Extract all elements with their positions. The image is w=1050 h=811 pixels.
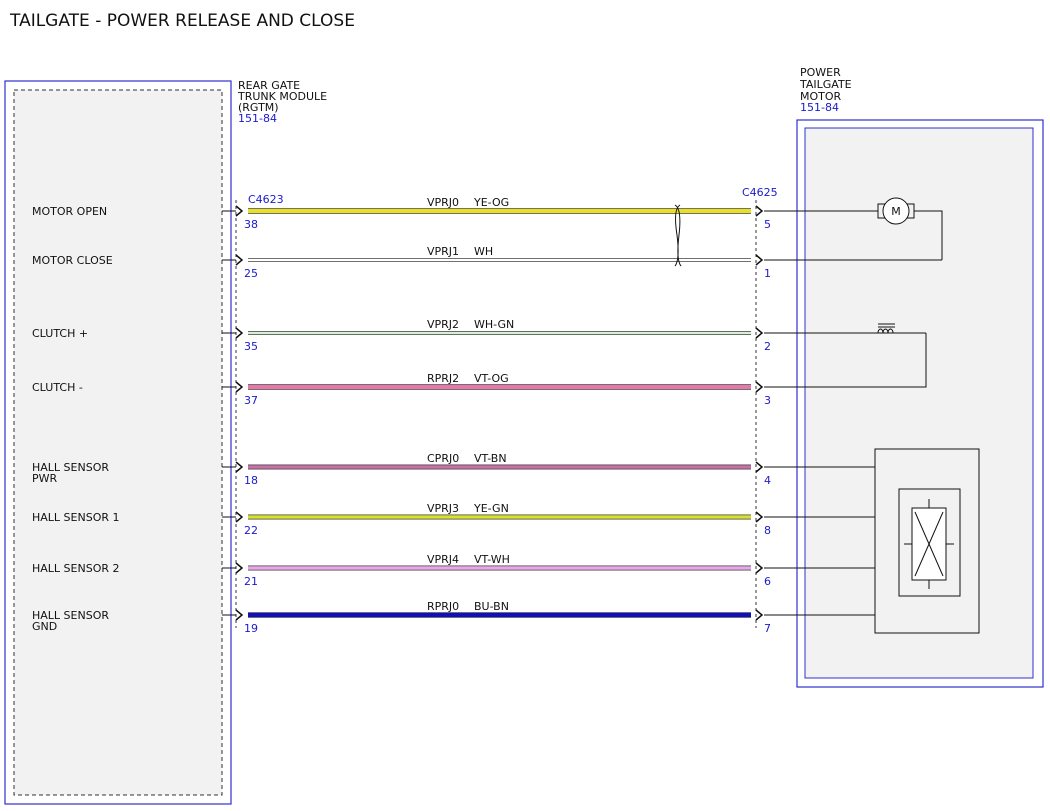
right-connector-id: C4625 [742,186,778,199]
right-pin-chevron [755,205,764,217]
left-pin-number: 19 [244,622,258,635]
diagram-title: TAILGATE - POWER RELEASE AND CLOSE [9,11,355,31]
left-module-inner-box [13,89,223,796]
left-pin-chevron [235,381,244,393]
signal-label: HALL SENSOR 2 [32,562,120,575]
wire [248,258,751,262]
left-pin-number: 37 [244,394,258,407]
motor-component: M [764,197,943,261]
circuit-id: VPRJ3 [427,502,459,515]
signal-label: MOTOR CLOSE [32,254,113,267]
circuit-id: VPRJ2 [427,318,459,331]
left-pin-chevron [235,562,244,574]
right-pin-chevron [755,381,764,393]
wire-color-code: VT-WH [474,553,510,566]
circuit-id: RPRJ0 [427,600,459,613]
left-pin-chevron [235,511,244,523]
right-pin-number: 1 [764,267,771,280]
right-pin-number: 2 [764,340,771,353]
right-pin-number: 5 [764,218,771,231]
signal-label: CLUTCH - [32,381,83,394]
wire-color-code: VT-BN [474,452,507,465]
right-pin-chevron [755,511,764,523]
circuit-id: VPRJ4 [427,553,459,566]
wire [248,465,751,469]
right-module-name-line-2: TAILGATE [799,78,852,91]
left-pin-chevron [235,327,244,339]
motor-icon [882,197,910,225]
wire [248,566,751,570]
wire-color-code: YE-OG [473,196,509,209]
left-module: REAR GATE TRUNK MODULE (RGTM) 151-84 C46… [4,79,327,805]
hall-sensor-component [764,448,980,634]
wire-color-code: YE-GN [473,502,509,515]
left-module-name-line-2: TRUNK MODULE [237,90,327,103]
clutch-coil-component [764,323,927,388]
right-pin-number: 4 [764,474,771,487]
left-pin-chevron [235,254,244,266]
wire [248,385,751,389]
signal-label-line-2: PWR [32,472,58,485]
signal-label: HALL SENSOR [32,609,109,622]
left-pin-number: 35 [244,340,258,353]
wire-color-code: WH-GN [474,318,514,331]
wire-color-code: BU-BN [474,600,509,613]
wire [248,515,751,519]
left-module-ref: 151-84 [238,112,277,125]
signal-label: MOTOR OPEN [32,205,107,218]
wire [248,331,751,335]
left-pin-number: 25 [244,267,258,280]
right-pin-chevron [755,327,764,339]
left-pin-number: 38 [244,218,258,231]
circuit-id: VPRJ0 [427,196,459,209]
left-connector-id: C4623 [248,193,284,206]
left-pin-chevron [235,205,244,217]
right-pin-chevron [755,254,764,266]
signal-label: HALL SENSOR 1 [32,511,120,524]
left-module-name-line-3: (RGTM) [238,101,279,114]
motor-return-lead [914,210,943,260]
left-module-name-line-1: REAR GATE [238,79,300,92]
circuit-id: RPRJ2 [427,372,459,385]
right-module-name-line-1: POWER [800,66,841,79]
wire [248,209,751,213]
left-pin-chevron [235,609,244,621]
twisted-pair-marker [674,204,682,267]
wire [248,613,751,617]
left-pin-number: 22 [244,524,258,537]
left-pin-number: 18 [244,474,258,487]
left-pin-chevron [235,461,244,473]
right-module-ref: 151-84 [800,101,839,114]
right-pin-number: 8 [764,524,771,537]
wire-color-code: WH [474,245,493,258]
right-pin-chevron [755,609,764,621]
clutch-lead-minus [764,333,927,388]
hall-element-cross-2 [914,511,944,577]
signal-label: HALL SENSOR [32,461,109,474]
right-pin-number: 6 [764,575,771,588]
clutch-coil-icon [877,328,894,334]
wire-color-code: VT-OG [474,372,509,385]
motor-symbol: M [891,205,901,218]
right-module-name-line-3: MOTOR [800,90,842,103]
left-pin-number: 21 [244,575,258,588]
signal-label: CLUTCH + [32,327,88,340]
circuit-id: VPRJ1 [427,245,459,258]
right-pin-number: 3 [764,394,771,407]
right-pin-chevron [755,562,764,574]
right-pin-number: 7 [764,622,771,635]
right-pin-chevron [755,461,764,473]
signal-label-line-2: GND [32,620,57,633]
circuit-id: CPRJ0 [427,452,459,465]
